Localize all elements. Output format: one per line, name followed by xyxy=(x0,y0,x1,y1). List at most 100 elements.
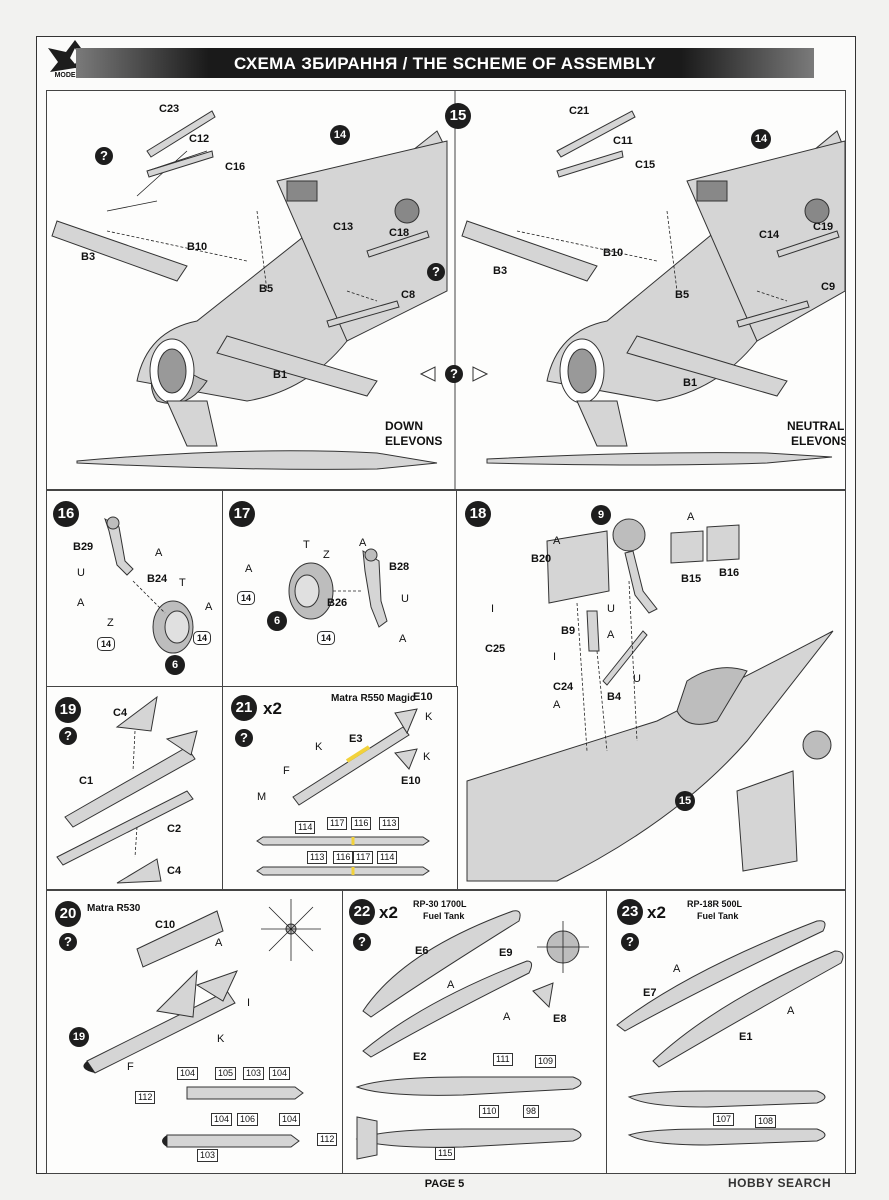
step-22-badge: 22 xyxy=(349,899,375,925)
step-23-title-2: Fuel Tank xyxy=(697,911,739,921)
decal-number: 105 xyxy=(215,1067,237,1080)
paint-label: A xyxy=(77,597,85,609)
step-21-panel: 21 x2 Matra R550 Magic ? E10 K K E3 F K … xyxy=(222,686,458,890)
part-label: B3 xyxy=(81,251,96,263)
step-15-panel: 14 15 14 ? ? ? C23 C12 C16 C13 C18 B3 B1… xyxy=(46,90,846,490)
part-label: E2 xyxy=(413,1051,427,1063)
part-label: C11 xyxy=(613,135,633,147)
part-label: C21 xyxy=(569,105,590,117)
part-label: E1 xyxy=(739,1031,753,1043)
aircraft-left-drawing xyxy=(51,110,448,470)
decal-number: 116 xyxy=(333,851,354,864)
paint-ref: 14 xyxy=(317,631,336,645)
paint-label: Z xyxy=(107,617,114,629)
part-label: E9 xyxy=(499,947,513,959)
step-17-badge: 17 xyxy=(229,501,255,527)
part-label: C25 xyxy=(485,643,506,655)
step-22-panel: 22 x2 RP-30 1700L Fuel Tank ? E6 E9 A A … xyxy=(342,890,608,1174)
paint-label: A xyxy=(787,1005,795,1017)
part-label: B10 xyxy=(187,241,208,253)
step-15-ref-14-left: 14 xyxy=(330,125,350,145)
part-label: B29 xyxy=(73,541,94,553)
decal-number: 98 xyxy=(523,1105,540,1118)
paint-label: A xyxy=(673,963,681,975)
step-23-multiplier: x2 xyxy=(647,903,666,922)
part-label: C1 xyxy=(79,775,94,787)
header-bar xyxy=(76,48,814,78)
part-label: B20 xyxy=(531,553,552,565)
part-label: C12 xyxy=(189,133,210,145)
page-title: СХЕМА ЗБИРАННЯ / THE SCHEME OF ASSEMBLY xyxy=(233,54,657,73)
paint-ref: 14 xyxy=(193,631,212,645)
rp18-tank-drawing xyxy=(616,920,844,1146)
decal-number: 103 xyxy=(243,1067,265,1080)
step-19-badge: 19 xyxy=(55,697,81,723)
paint-label: U xyxy=(633,673,641,685)
step-20-title: Matra R530 xyxy=(87,903,141,914)
step-9-ref: 9 xyxy=(591,505,611,525)
paint-label: U xyxy=(401,593,409,605)
step-17-panel: 17 T A Z A B28 14 B26 U 6 14 A xyxy=(222,490,458,688)
step-19-ref: 19 xyxy=(69,1027,89,1047)
paint-label: A xyxy=(607,629,615,641)
paint-label: U xyxy=(607,603,615,615)
decal-number: 109 xyxy=(535,1055,557,1068)
decal-number: 112 xyxy=(135,1091,156,1104)
part-label: C8 xyxy=(401,289,416,301)
paint-label: A xyxy=(447,979,455,991)
paint-label: Z xyxy=(323,549,330,561)
down-elevons-caption-1: DOWN xyxy=(385,419,423,433)
part-label: C15 xyxy=(635,159,656,171)
part-label: B16 xyxy=(719,567,740,579)
down-elevons-caption-2: ELEVONS xyxy=(385,434,443,448)
step-20-question: ? xyxy=(59,933,77,951)
step-21-title: Matra R550 Magic xyxy=(331,693,416,704)
decal-number: 116 xyxy=(351,817,372,830)
paint-ref: 14 xyxy=(237,591,256,605)
step-15-ref-14-right: 14 xyxy=(751,129,771,149)
paint-label: A xyxy=(687,511,695,523)
step-15-drawing xyxy=(51,91,845,489)
neutral-elevons-caption-1: NEUTRAL xyxy=(787,419,845,433)
part-label: B15 xyxy=(681,573,702,585)
neutral-elevons-caption-2: ELEVONS xyxy=(791,434,846,448)
step-22-title-2: Fuel Tank xyxy=(423,911,465,921)
step-15-question-left: ? xyxy=(95,147,113,165)
landing-gear-drawing xyxy=(288,548,388,628)
paint-label: U xyxy=(77,567,85,579)
step-22-multiplier: x2 xyxy=(379,903,398,922)
decal-number: 113 xyxy=(379,817,400,830)
step-23-badge: 23 xyxy=(617,899,643,925)
paint-label: K xyxy=(315,741,323,753)
part-label: E10 xyxy=(413,691,433,703)
decal-number: 107 xyxy=(713,1113,735,1126)
part-label: C2 xyxy=(167,823,182,835)
decal-number: 114 xyxy=(295,821,316,834)
part-label: C16 xyxy=(225,161,246,173)
decal-number: 115 xyxy=(435,1147,456,1160)
part-label: C14 xyxy=(759,229,780,241)
part-label: B9 xyxy=(561,625,576,637)
step-22-question: ? xyxy=(353,933,371,951)
part-label: C4 xyxy=(113,707,128,719)
step-23-question: ? xyxy=(621,933,639,951)
decal-number: 112 xyxy=(317,1133,338,1146)
decal-number: 117 xyxy=(327,817,348,830)
decal-number: 106 xyxy=(237,1113,259,1126)
step-23-panel: 23 x2 RP-18R 500L Fuel Tank ? A E7 A E1 … xyxy=(606,890,846,1174)
part-label: E6 xyxy=(415,945,429,957)
decal-number: 103 xyxy=(197,1149,219,1162)
decal-number: 104 xyxy=(211,1113,233,1126)
step-16-badge: 16 xyxy=(53,501,79,527)
part-label: C18 xyxy=(389,227,410,239)
part-label: B26 xyxy=(327,597,348,609)
decal-number: 104 xyxy=(269,1067,291,1080)
paint-label: K xyxy=(425,711,433,723)
part-label: E3 xyxy=(349,733,363,745)
paint-label: A xyxy=(245,563,253,575)
paint-label: A xyxy=(205,601,213,613)
paint-label: I xyxy=(247,997,251,1009)
hobby-search-watermark: HOBBY SEARCH xyxy=(728,1176,832,1190)
part-label: C10 xyxy=(155,919,176,931)
cockpit-assembly-drawing xyxy=(466,518,834,882)
